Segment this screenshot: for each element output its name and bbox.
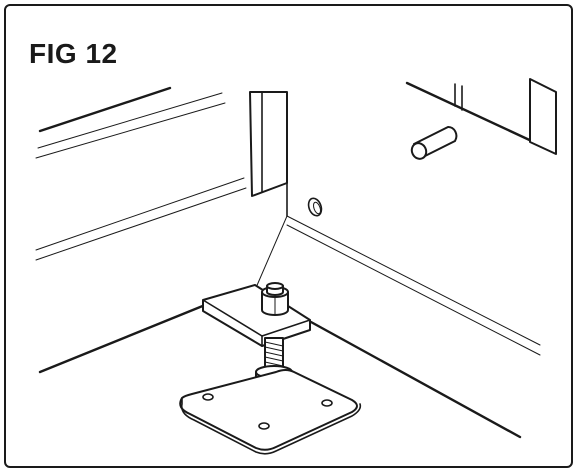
dowel-pin bbox=[410, 126, 458, 160]
levelling-foot bbox=[179, 282, 362, 455]
cabinet-leg bbox=[249, 91, 288, 217]
side-panel bbox=[38, 215, 541, 439]
panel-hole bbox=[307, 197, 323, 217]
left-rail bbox=[35, 86, 247, 261]
figure-label: FIG 12 bbox=[29, 38, 118, 69]
top-bracket bbox=[405, 78, 557, 155]
